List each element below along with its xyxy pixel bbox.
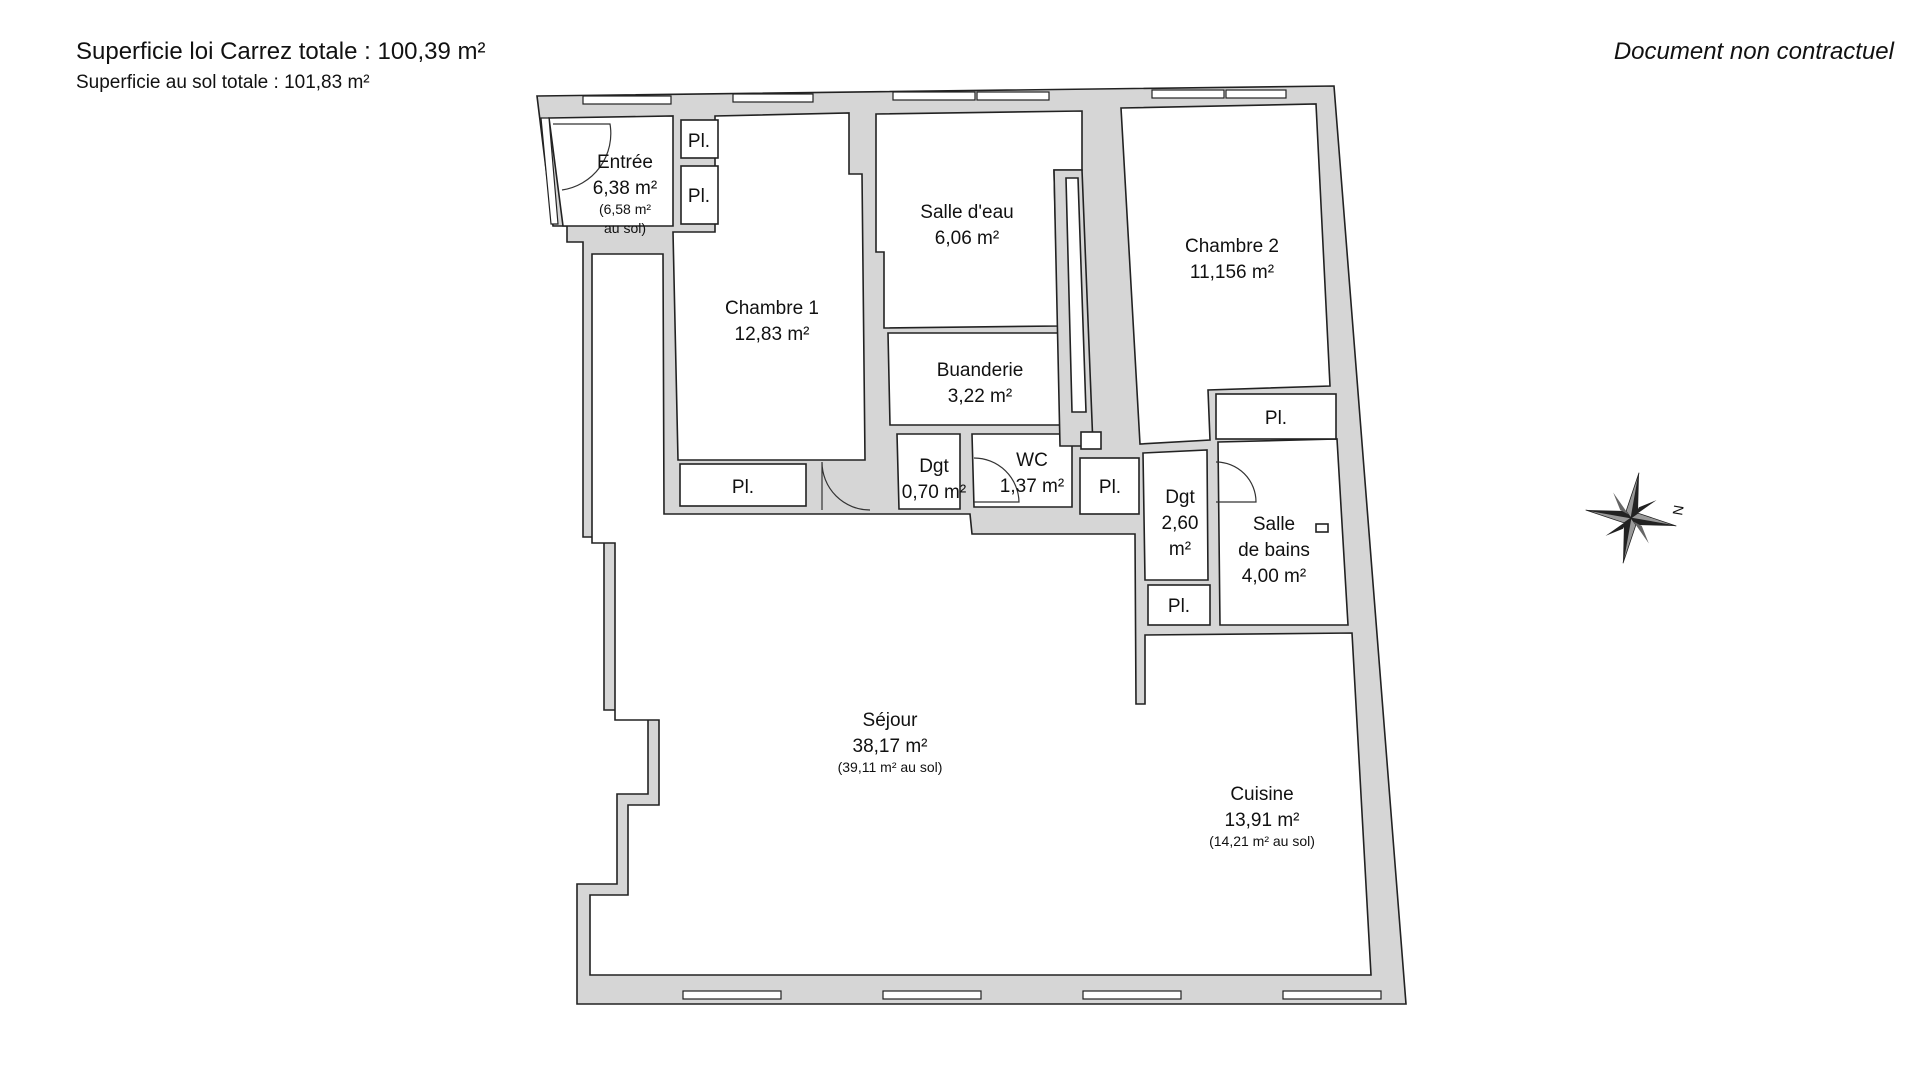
label-dgt-2: Dgt 2,60 m² (1162, 487, 1199, 560)
placard-5 (1147, 584, 1211, 626)
label-dgt-1: Dgt 0,70 m² (902, 456, 966, 503)
placard-6 (1215, 393, 1337, 440)
shaft (1065, 177, 1087, 413)
label-chambre-2: Chambre 2 11,156 m² (1185, 236, 1279, 283)
placard-label: Pl. (688, 131, 710, 152)
placard-label: Pl. (732, 477, 754, 498)
svg-text:6,38 m²: 6,38 m² (593, 178, 657, 199)
room-dgt-1 (896, 433, 961, 510)
label-buanderie: Buanderie 3,22 m² (937, 360, 1024, 407)
svg-text:WC: WC (1016, 450, 1048, 471)
svg-text:38,17 m²: 38,17 m² (853, 736, 928, 757)
svg-text:Chambre 2: Chambre 2 (1185, 236, 1279, 257)
compass-north-label: N (1669, 504, 1687, 517)
door-salle-de-bains (1215, 461, 1257, 503)
svg-text:Salle: Salle (1253, 514, 1295, 535)
room-dgt-2 (1142, 449, 1209, 581)
label-chambre-1: Chambre 1 12,83 m² (725, 298, 819, 345)
placard-3 (679, 463, 807, 507)
door-chambre-1 (821, 461, 871, 511)
door-entree (553, 123, 612, 191)
door-wc (973, 457, 1020, 503)
total-carrez-area: Superficie loi Carrez totale : 100,39 m² (76, 38, 486, 65)
svg-text:Entrée: Entrée (597, 152, 653, 173)
label-salle-de-bains: Salle de bains 4,00 m² (1238, 514, 1310, 587)
placard-label: Pl. (1168, 596, 1190, 617)
svg-text:(39,11 m² au sol): (39,11 m² au sol) (838, 759, 943, 775)
placard-label: Pl. (688, 186, 710, 207)
svg-text:Dgt: Dgt (919, 456, 949, 477)
svg-text:(6,58 m²: (6,58 m² (599, 201, 651, 217)
placard-label: Pl. (1099, 477, 1121, 498)
svg-text:Cuisine: Cuisine (1230, 784, 1293, 805)
svg-text:(14,21 m² au sol): (14,21 m² au sol) (1209, 833, 1315, 849)
placard-1 (680, 119, 719, 159)
window-left (540, 117, 559, 225)
placard-4 (1079, 457, 1140, 515)
room-wc (971, 433, 1073, 508)
technical-box (1080, 431, 1102, 450)
svg-text:4,00 m²: 4,00 m² (1242, 566, 1306, 587)
room-chambre-2 (1120, 103, 1331, 445)
svg-text:6,06 m²: 6,06 m² (935, 228, 999, 249)
compass-icon (1585, 472, 1677, 564)
label-wc: WC 1,37 m² (1000, 450, 1064, 497)
placard-label: Pl. (1265, 408, 1287, 429)
svg-text:m²: m² (1169, 539, 1191, 560)
bath-fixture (1315, 523, 1329, 533)
svg-text:13,91 m²: 13,91 m² (1225, 810, 1300, 831)
room-salle-de-bains (1217, 438, 1349, 626)
room-sejour-cuisine (589, 253, 1372, 976)
placard-2 (680, 165, 719, 225)
total-floor-area: Superficie au sol totale : 101,83 m² (76, 72, 370, 93)
svg-text:Chambre 1: Chambre 1 (725, 298, 819, 319)
svg-text:Salle d'eau: Salle d'eau (920, 202, 1013, 223)
label-salle-eau: Salle d'eau 6,06 m² (920, 202, 1013, 249)
svg-text:Séjour: Séjour (863, 710, 919, 731)
svg-text:Buanderie: Buanderie (937, 360, 1024, 381)
svg-text:12,83 m²: 12,83 m² (735, 324, 810, 345)
room-entree (548, 115, 674, 227)
label-cuisine: Cuisine 13,91 m² (14,21 m² au sol) (1209, 784, 1315, 849)
svg-text:1,37 m²: 1,37 m² (1000, 476, 1064, 497)
svg-text:3,22 m²: 3,22 m² (948, 386, 1012, 407)
label-entree: Entrée 6,38 m² (6,58 m² au sol) (593, 152, 657, 236)
label-sejour: Séjour 38,17 m² (39,11 m² au sol) (838, 710, 943, 775)
svg-text:de bains: de bains (1238, 540, 1310, 561)
windows-top (582, 89, 1287, 105)
disclaimer: Document non contractuel (1613, 38, 1894, 65)
svg-text:au sol): au sol) (604, 220, 646, 236)
windows-bottom (682, 990, 1382, 1000)
svg-text:Dgt: Dgt (1165, 487, 1195, 508)
svg-text:11,156 m²: 11,156 m² (1190, 262, 1274, 283)
svg-text:0,70 m²: 0,70 m² (902, 482, 966, 503)
svg-text:2,60: 2,60 (1162, 513, 1199, 534)
